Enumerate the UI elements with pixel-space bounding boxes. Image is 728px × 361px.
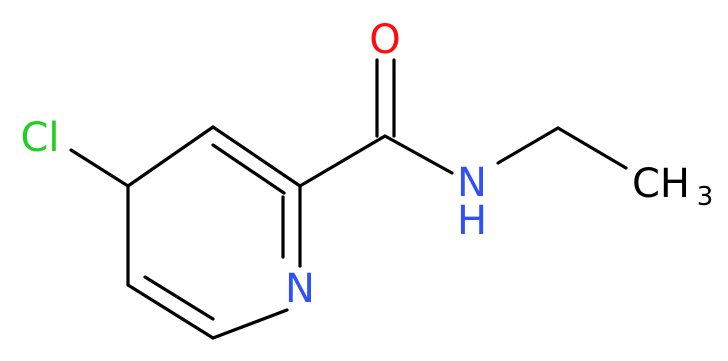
methyl-subscript-label: 3 xyxy=(697,182,714,212)
bond-c2-carbonyl xyxy=(298,134,387,188)
oxygen-label: O xyxy=(369,17,400,63)
atom-label-layer: Cl O N H N CH 3 xyxy=(20,17,713,312)
amide-hydrogen-label: H xyxy=(457,198,487,244)
bond-c6-c5-inner xyxy=(143,275,215,321)
bond-n1-c6 xyxy=(211,308,289,340)
bond-c4-c3 xyxy=(126,125,215,188)
bond-c4-cl xyxy=(69,148,130,188)
bond-ch2-ch3 xyxy=(556,126,628,170)
bond-c3-c2 xyxy=(211,125,302,188)
ring-nitrogen-label: N xyxy=(285,266,315,312)
chlorine-label: Cl xyxy=(20,115,59,161)
bond-layer xyxy=(69,58,628,340)
bond-carbonyl-n xyxy=(383,134,454,175)
amide-nitrogen-label: N xyxy=(457,160,487,206)
bond-n-ch2 xyxy=(496,126,560,165)
bond-c3-c2-inner xyxy=(211,143,286,195)
bond-c6-c5 xyxy=(126,283,215,340)
methyl-carbon-label: CH xyxy=(632,161,690,207)
